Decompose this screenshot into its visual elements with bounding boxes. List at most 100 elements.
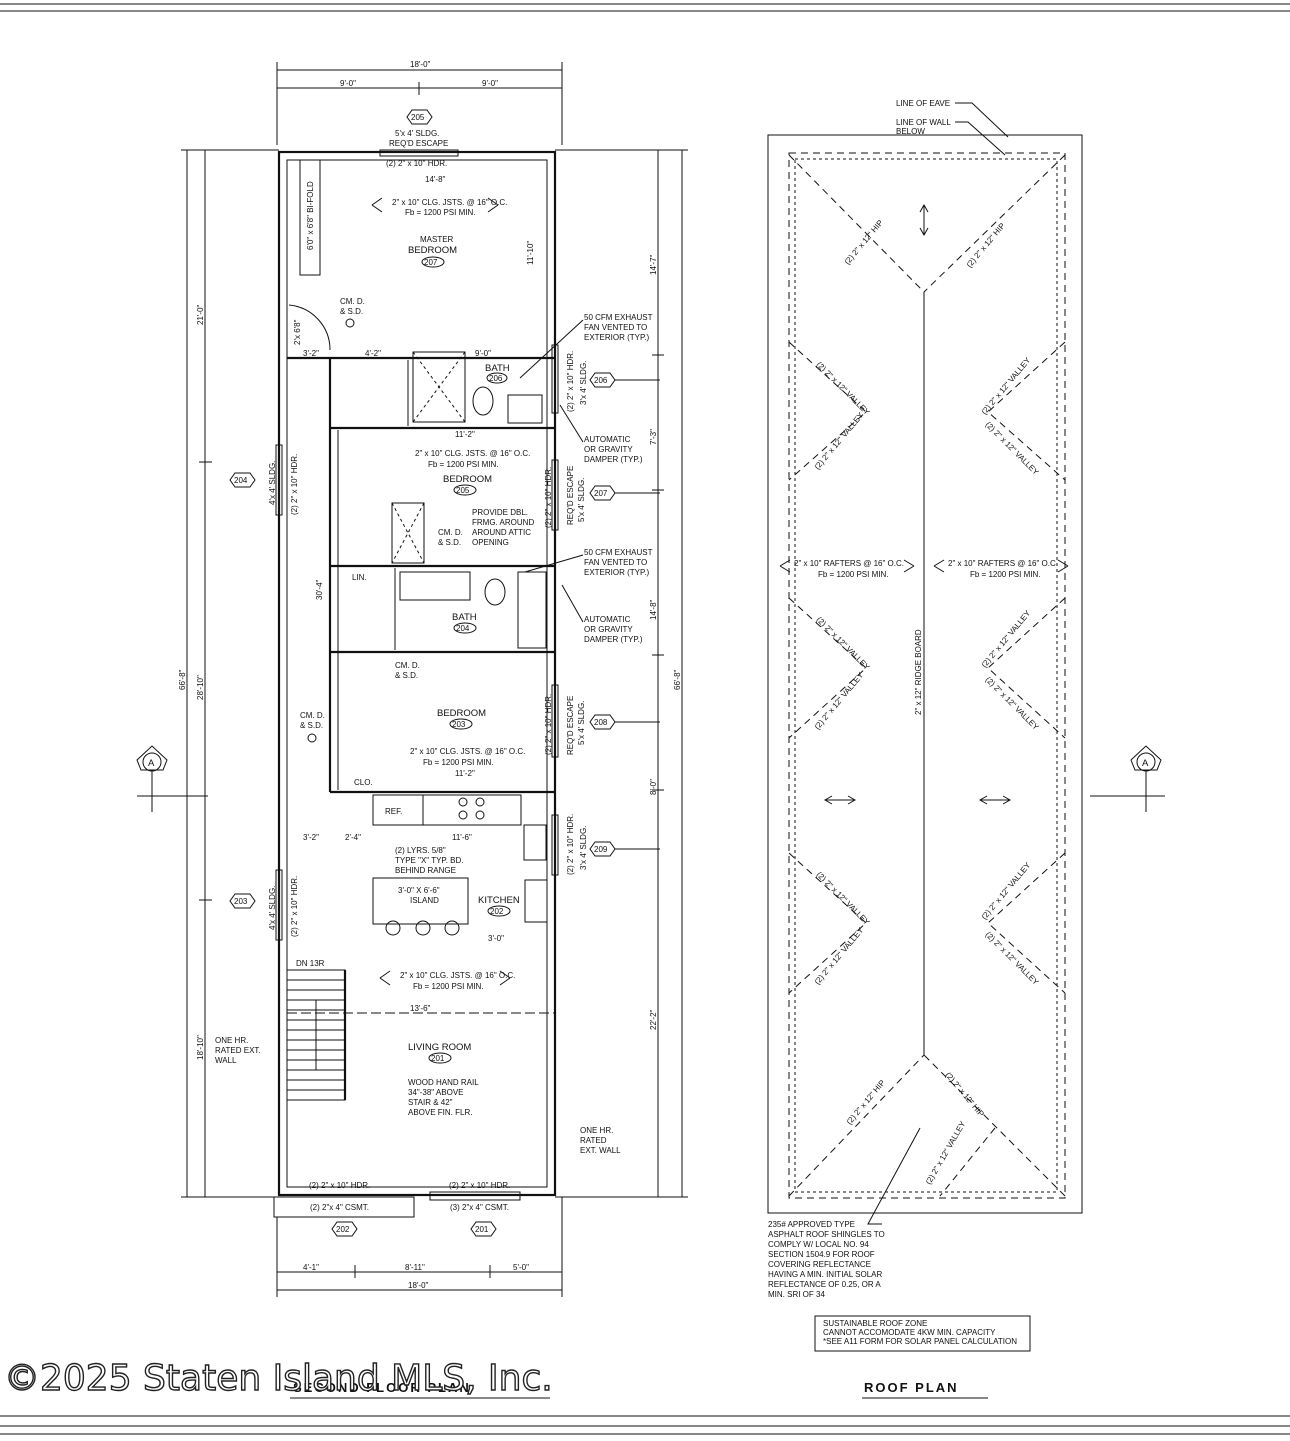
window-tag-bottom-1: 202 <box>336 1225 350 1234</box>
window-tag-top-label: 205 <box>411 113 425 122</box>
master-joist-note: 2" x 10" CLG. JSTS. @ 16" O.C. <box>392 198 507 207</box>
damper-1-a: AUTOMATIC <box>584 435 631 444</box>
window-tag-202 <box>331 1221 358 1237</box>
master-depth-dim: 11'-10" <box>526 241 535 265</box>
room-tag-204 <box>453 622 477 634</box>
island-size: 3'-0" X 6'-6" <box>398 886 440 895</box>
counter <box>422 794 522 826</box>
roof-plan: LINE OF EAVE LINE OF WALL BELOW (2) 2" x… <box>767 99 1165 1399</box>
dim-right-5: 22'-2" <box>649 1009 658 1030</box>
valley-label-7: (2) 2" x 12" VALLEY <box>980 608 1033 669</box>
window-tag-201 <box>470 1221 497 1237</box>
left-window-1-size: 4'x 4' SLDG. <box>268 461 277 505</box>
dim-left-1: 21'-0" <box>196 304 205 325</box>
bottom-csmt-2: (3) 2"x 4" CSMT. <box>450 1203 509 1212</box>
watermark: ©2025 Staten Island MLS, Inc. <box>4 1358 553 1399</box>
bedroom-205-sd: & S.D. <box>438 538 461 547</box>
room-tag-206 <box>486 372 508 384</box>
master-cm-note: CM. D. <box>340 297 365 306</box>
rafter-fb-left: Fb = 1200 PSI MIN. <box>818 570 888 579</box>
exhaust-1-a: 50 CFM EXHAUST <box>584 313 653 322</box>
toilet-icon <box>472 386 494 416</box>
exhaust-2-a: 50 CFM EXHAUST <box>584 548 653 557</box>
valley-label-1: (2) 2" x 12" VALLEY <box>815 360 872 417</box>
dim-bottom-3: 5'-0" <box>513 1263 529 1272</box>
valley-label-5: (2) 2" x 12" VALLEY <box>815 615 872 672</box>
exhaust-1-b: FAN VENTED TO <box>584 323 647 332</box>
solar-note-box <box>814 1315 1031 1352</box>
toilet-icon-204 <box>484 578 506 606</box>
living-room-label: LIVING ROOM <box>408 1042 471 1053</box>
room-bath-204: BATH 204 LIN. 30'-4" <box>315 571 547 649</box>
shingle-note-g: REFLECTANCE OF 0.25, OR A <box>768 1280 881 1289</box>
island <box>372 877 469 925</box>
window-tag-bottom-2: 201 <box>475 1225 489 1234</box>
ext-wall-a: ONE HR. <box>215 1036 248 1045</box>
damper-2-c: DAMPER (TYP.) <box>584 635 643 644</box>
ref-label: REF. <box>385 807 402 816</box>
kitchen-dim-c: 11'-6" <box>452 833 472 842</box>
hip-label-3: (2) 2" x 12" HIP <box>845 1078 887 1126</box>
shingle-note-a: 235# APPROVED TYPE <box>768 1220 855 1229</box>
line-of-eave-label: LINE OF EAVE <box>896 99 950 108</box>
room-tag-202 <box>487 905 511 917</box>
window-tag-208 <box>589 714 616 730</box>
exhaust-2-c: EXTERIOR (TYP.) <box>584 568 650 577</box>
right-window-2-escape: REQ'D ESCAPE <box>566 466 575 525</box>
right-window-4-size: 3'x 4' SLDG. <box>579 826 588 870</box>
dim-half-left: 9'-0" <box>340 79 356 88</box>
bottom-csmt-1: (2) 2"x 4" CSMT. <box>310 1203 369 1212</box>
rafter-fb-right: Fb = 1200 PSI MIN. <box>970 570 1040 579</box>
attic-note-d: OPENING <box>472 538 509 547</box>
gyp-note-b: TYPE "X" TYP. BD. <box>395 856 464 865</box>
window-tag-207 <box>589 485 616 501</box>
bedroom-205-cm: CM. D. <box>438 528 463 537</box>
solar-note-c: *SEE A11 FORM FOR SOLAR PANEL CALCULATIO… <box>823 1337 1017 1346</box>
ext-wall-b: RATED EXT. <box>215 1046 261 1055</box>
mep-notes: 50 CFM EXHAUST FAN VENTED TO EXTERIOR (T… <box>519 313 653 644</box>
top-dimensions: 18'-0" 9'-0" 9'-0" <box>276 60 563 145</box>
gyp-note-c: BEHIND RANGE <box>395 866 456 875</box>
window-tag-right-2: 207 <box>594 489 608 498</box>
shingle-note-b: ASPHALT ROOF SHINGLES TO <box>768 1230 885 1239</box>
rail-note-a: WOOD HAND RAIL <box>408 1078 479 1087</box>
ridge-board-label: 2" x 12" RIDGE BOARD <box>914 629 923 715</box>
interior-walls <box>287 159 555 794</box>
room-tag-207 <box>421 256 445 268</box>
smoke-detector-icon <box>345 318 355 328</box>
dim-overall-width-bottom: 18'-0" <box>408 1281 429 1290</box>
dim-overall-depth-right: 66'-8" <box>673 669 682 690</box>
left-window-2-size: 4'x 4' SLDG. <box>268 886 277 930</box>
room-bedroom-203: BEDROOM 203 2" x 10" CLG. JSTS. @ 16" O.… <box>300 661 525 787</box>
line-of-wall-label: LINE OF WALL <box>896 118 951 127</box>
living-joist: 2" x 10" CLG. JSTS. @ 16" O.C. <box>400 971 515 980</box>
valley-label-10: (2) 2" x 12" VALLEY <box>813 925 866 986</box>
line-of-wall-label-2: BELOW <box>896 127 925 136</box>
valley-label-8: (2) 2" x 12" VALLEY <box>984 675 1041 732</box>
room-tag-203-label: 203 <box>452 720 466 729</box>
room-kitchen: REF. 3'-2" 2'-4" 11'-6" (2) LYRS. 5/8" T… <box>303 794 548 943</box>
room-tag-207-label: 207 <box>424 258 438 267</box>
window-tag-left-2: 203 <box>234 897 248 906</box>
room-bath-206: BATH 206 9'-0" 4'-2" 3'-2" <box>303 349 543 424</box>
gyp-note-a: (2) LYRS. 5/8" <box>395 846 446 855</box>
valley-label-3: (2) 2" x 12" VALLEY <box>980 355 1033 416</box>
kitchen-dim-d: 3'-0" <box>488 934 504 943</box>
valley-label-2: (2) 2" x 12" VALLEY <box>813 410 866 471</box>
rafter-label-left: 2" x 10" RAFTERS @ 16" O.C. <box>794 559 904 568</box>
second-floor-title: SECOND FLOOR PLAN <box>293 1380 471 1395</box>
bedroom-203-label: BEDROOM <box>437 708 486 719</box>
right-window-1-hdr: (2) 2" x 10" HDR. <box>566 351 575 412</box>
bottom-hdr-2: (2) 2" x 10" HDR. <box>449 1181 510 1190</box>
ext-wall-r-b: RATED <box>580 1136 607 1145</box>
laundry-width: 4'-2" <box>365 349 381 358</box>
kitchen-dim-b: 2'-4" <box>345 833 361 842</box>
ext-wall-r-a: ONE HR. <box>580 1126 613 1135</box>
room-tag-206-label: 206 <box>489 374 503 383</box>
room-tag-203 <box>449 718 473 730</box>
valley-label-6: (2) 2" x 12" VALLEY <box>813 670 866 731</box>
solar-note-a: SUSTAINABLE ROOF ZONE <box>823 1319 927 1328</box>
rafter-label-right: 2" x 10" RAFTERS @ 16" O.C. <box>948 559 1058 568</box>
bedroom-203-fb: Fb = 1200 PSI MIN. <box>423 758 493 767</box>
room-master-bedroom: MASTER BEDROOM 207 14'-8" 11'-10" 2" x 1… <box>288 175 535 351</box>
